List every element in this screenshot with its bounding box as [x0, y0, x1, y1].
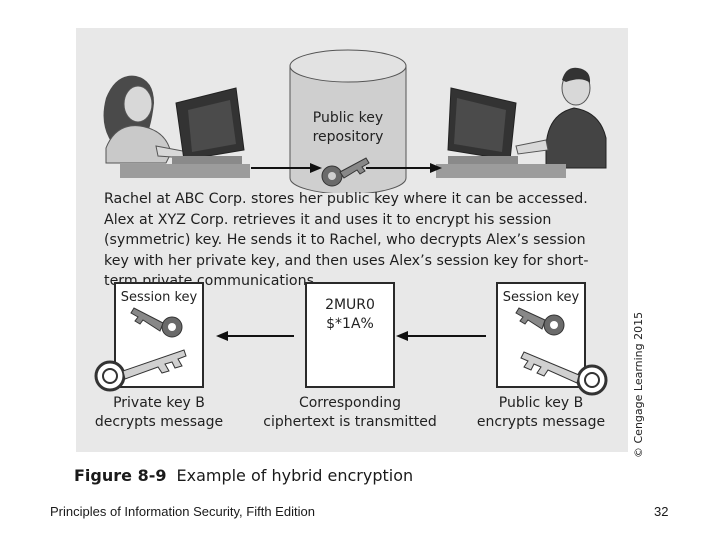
ciphertext: 2MUR0 $*1A% [305, 296, 395, 334]
copyright-notice: © Cengage Learning 2015 [632, 311, 645, 458]
public-key-icon [520, 351, 608, 396]
left-computer-icon [120, 87, 250, 178]
top-illustration [103, 49, 607, 193]
transmit-arrow-left [216, 331, 294, 341]
store-arrow [251, 163, 322, 173]
figure-caption: Figure 8-9 Example of hybrid encryption [74, 466, 413, 485]
right-computer-icon [436, 87, 566, 178]
repository-key-icon [321, 157, 370, 187]
middle-caption: Corresponding ciphertext is transmitted [260, 394, 440, 432]
ciphertext-line2: $*1A% [326, 316, 374, 332]
footer-page-number: 32 [654, 504, 669, 519]
lower-illustration [94, 307, 608, 396]
middle-box [305, 282, 395, 388]
middle-caption-line2: ciphertext is transmitted [263, 414, 437, 430]
transmit-arrow-right [396, 331, 486, 341]
retrieve-arrow [366, 163, 442, 173]
figure-number: Figure 8-9 [74, 466, 167, 485]
description-text: Rachel at ABC Corp. stores her public ke… [104, 191, 589, 289]
repository-cylinder-icon [289, 49, 407, 193]
right-caption-line2: encrypts message [476, 414, 606, 430]
right-box-label: Session key [502, 290, 580, 305]
figure-title: Example of hybrid encryption [176, 466, 414, 485]
ciphertext-line1: 2MUR0 [325, 297, 375, 313]
repository-label-line2: repository [312, 129, 384, 145]
private-key-icon [94, 349, 187, 392]
right-caption-line1: Public key B [498, 395, 584, 411]
middle-caption-line1: Corresponding [298, 395, 402, 411]
left-caption-line1: Private key B [113, 395, 205, 411]
right-caption: Public key B encrypts message [466, 394, 616, 432]
alex-person-icon [515, 67, 607, 169]
right-session-key-icon [515, 307, 565, 336]
repository-label: Public key repository [288, 109, 408, 147]
left-caption-line2: decrypts message [94, 414, 224, 430]
footer-book-title: Principles of Information Security, Fift… [50, 504, 315, 519]
left-session-key-icon [130, 307, 183, 338]
left-caption: Private key B decrypts message [84, 394, 234, 432]
repository-label-line1: Public key [312, 110, 384, 126]
left-box-label: Session key [120, 290, 198, 305]
rachel-person-icon [103, 75, 189, 164]
